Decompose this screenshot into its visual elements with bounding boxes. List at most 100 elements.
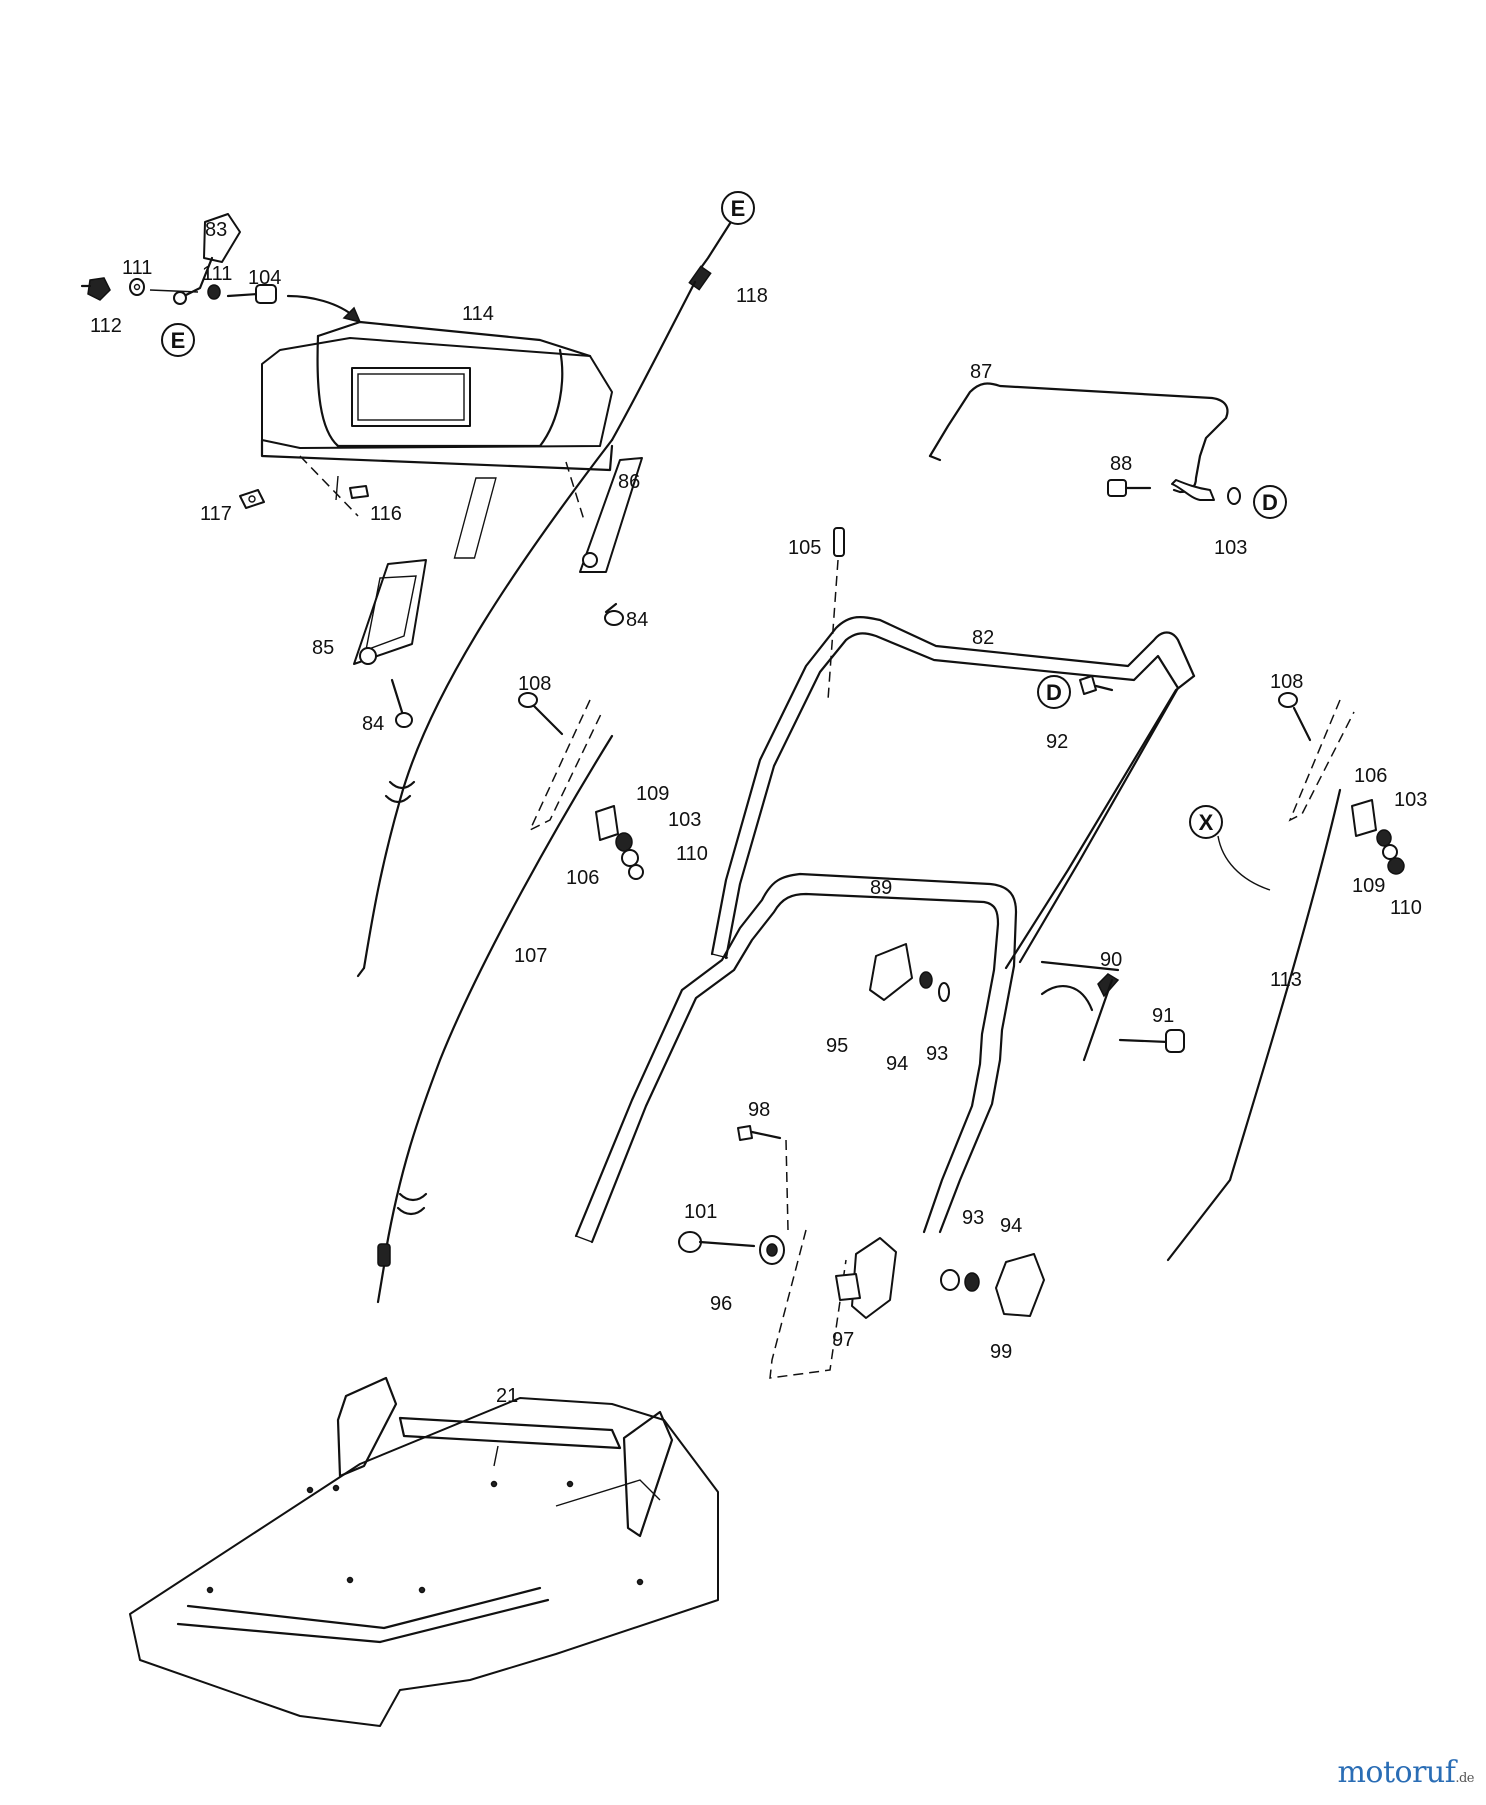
part-label-103: 103	[1394, 789, 1427, 811]
watermark: motoruf.de	[1337, 1755, 1474, 1790]
cable-118	[356, 212, 738, 978]
screw-84-lower	[390, 678, 413, 728]
bracket-106-left	[595, 805, 619, 841]
part-label-107: 107	[514, 945, 547, 967]
washer-96	[759, 1235, 785, 1265]
clip-116	[349, 485, 369, 499]
bar-87	[928, 382, 1229, 494]
part-label-110: 110	[1390, 897, 1422, 919]
part-label-105: 105	[788, 537, 821, 559]
part-label-94: 94	[1000, 1215, 1022, 1237]
leader-line	[335, 475, 339, 501]
bolt-104	[226, 284, 277, 304]
bolt-88	[1107, 479, 1152, 497]
part-label-93: 93	[926, 1043, 948, 1065]
screw-84-upper	[604, 602, 624, 626]
clip-117	[239, 489, 265, 509]
part-label-110: 110	[676, 843, 708, 865]
part-label-114: 114	[462, 303, 494, 325]
bracket-86	[453, 457, 643, 573]
ref-circle-e-left: E	[161, 323, 195, 357]
part-label-95: 95	[826, 1035, 848, 1057]
part-label-111: 111	[202, 263, 232, 285]
part-label-104: 104	[248, 267, 281, 289]
washer-94-lower	[964, 1272, 980, 1292]
lever-83	[173, 213, 241, 305]
dashed-assembly-line	[299, 455, 359, 517]
bolt-90	[1040, 960, 1120, 1062]
pin-105	[833, 527, 845, 557]
part-label-113: 113	[1270, 969, 1302, 991]
x-leader	[1217, 835, 1271, 891]
washers-109-103-110-right	[1376, 829, 1405, 875]
dashed-handle-section	[1288, 699, 1355, 822]
washers-109-103-110-left	[615, 832, 644, 880]
ref-letter-x: X	[1199, 810, 1214, 835]
ref-letter-d-handle: D	[1046, 680, 1062, 705]
cable-113	[1166, 788, 1342, 1262]
dashed-handle-section	[528, 699, 603, 832]
leader-line	[149, 289, 199, 293]
part-label-93: 93	[962, 1207, 984, 1229]
assembly-arrow	[286, 294, 362, 324]
washer-94-upper	[919, 971, 933, 989]
part-label-109: 109	[636, 783, 669, 805]
part-label-103: 103	[1214, 537, 1247, 559]
part-label-88: 88	[1110, 453, 1132, 475]
part-labels: 83 111 111 104 112 114 118 117 116 86 84…	[90, 219, 1427, 1407]
ref-letter-d-top: D	[1262, 490, 1278, 515]
bolt-101	[678, 1231, 756, 1253]
part-label-111: 111	[122, 257, 152, 279]
clamp	[1171, 479, 1215, 501]
watermark-tld: .de	[1455, 1771, 1474, 1786]
part-label-103: 103	[668, 809, 701, 831]
ref-circle-x: X	[1189, 805, 1223, 839]
part-label-83: 83	[205, 219, 227, 241]
bolt-92	[1079, 675, 1114, 695]
part-label-21: 21	[496, 1385, 518, 1407]
washer-93-upper	[938, 982, 950, 1002]
part-label-90: 90	[1100, 949, 1122, 971]
part-label-84: 84	[362, 713, 384, 735]
part-label-92: 92	[1046, 731, 1068, 753]
ref-letter-e-left: E	[171, 328, 186, 353]
dashed-deck-mount	[769, 1229, 847, 1379]
washer-103-top	[1227, 487, 1241, 505]
part-label-82: 82	[972, 627, 994, 649]
dashed-assembly-line	[827, 559, 839, 701]
cover-114	[260, 320, 614, 472]
part-label-87: 87	[970, 361, 992, 383]
bolt-91	[1118, 1029, 1185, 1053]
assembly-arrow-90	[1040, 985, 1094, 1012]
dashed-assembly-line	[785, 1139, 789, 1231]
part-label-96: 96	[710, 1293, 732, 1315]
deck-21	[129, 1376, 719, 1727]
part-label-106: 106	[1354, 765, 1387, 787]
handle-82	[710, 615, 1196, 970]
part-label-89: 89	[870, 877, 892, 899]
part-label-98: 98	[748, 1099, 770, 1121]
part-label-106: 106	[566, 867, 599, 889]
cable-107	[376, 734, 614, 1304]
part-label-91: 91	[1152, 1005, 1174, 1027]
ref-circle-d-handle: D	[1037, 675, 1071, 709]
part-label-101: 101	[684, 1201, 717, 1223]
part-label-84: 84	[626, 609, 648, 631]
part-label-97: 97	[832, 1329, 854, 1351]
knob-95	[869, 943, 913, 1001]
washer-93-lower	[940, 1269, 960, 1291]
part-label-85: 85	[312, 637, 334, 659]
bolt-108-left	[518, 692, 564, 736]
bracket-106-right	[1351, 799, 1377, 837]
ref-letter-e-top: E	[731, 196, 746, 221]
part-label-99: 99	[990, 1341, 1012, 1363]
part-label-117: 117	[200, 503, 232, 525]
part-label-108: 108	[1270, 671, 1303, 693]
knob-99	[995, 1253, 1045, 1317]
washer-111-left	[129, 278, 145, 296]
bracket-85	[353, 559, 427, 665]
bolt-108-right	[1278, 692, 1312, 742]
part-label-94: 94	[886, 1053, 908, 1075]
